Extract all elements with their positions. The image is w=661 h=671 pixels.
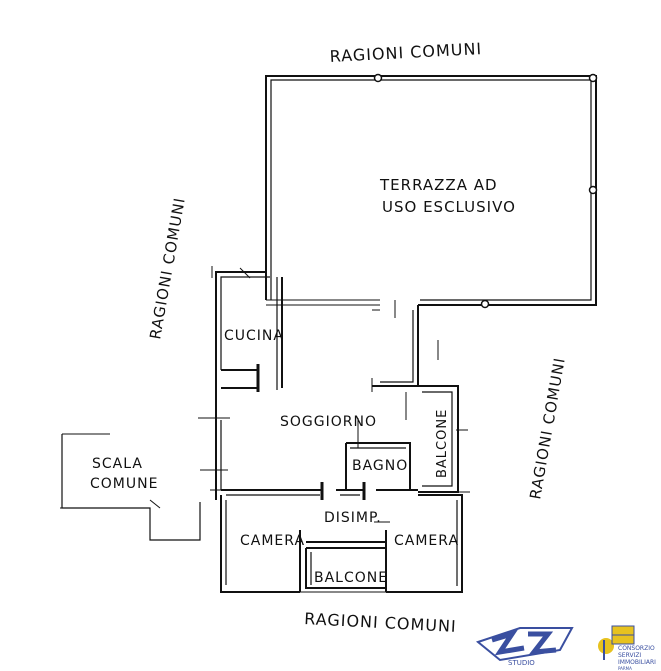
- label-balcone-bottom: BALCONE: [314, 570, 388, 586]
- label-balcone-right: BALCONE: [435, 409, 450, 478]
- bedroom-walls: [220, 494, 463, 593]
- consorzio-logo: CONSORZIO SERVIZI IMMOBILIARI PARMA: [598, 625, 656, 671]
- label-camera-left: CAMERA: [240, 533, 305, 549]
- label-soggiorno: SOGGIORNO: [280, 414, 377, 430]
- consorzio-line3: IMMOBILIARI: [618, 659, 656, 666]
- label-cucina: CUCINA: [224, 328, 284, 344]
- label-disimp: DISIMP.: [324, 510, 382, 526]
- bathroom-walls: [345, 418, 411, 490]
- right-balcony-walls: [405, 385, 470, 493]
- label-ragioni-comuni-top: RAGIONI COMUNI: [329, 39, 482, 66]
- stair-outline: [60, 433, 201, 541]
- label-bagno: BAGNO: [352, 458, 408, 474]
- label-scala-line1: SCALA: [92, 456, 143, 472]
- label-ragioni-comuni-left: RAGIONI COMUNI: [146, 196, 189, 341]
- label-ragioni-comuni-bottom: RAGIONI COMUNI: [304, 609, 457, 636]
- terrace-outline: [265, 73, 598, 309]
- label-ragioni-comuni-right: RAGIONI COMUNI: [526, 356, 569, 501]
- corridor-walls: [221, 482, 418, 500]
- bottom-balcony-walls: [300, 548, 392, 593]
- consorzio-city: PARMA: [618, 666, 632, 671]
- consorzio-line2: SERVIZI: [618, 652, 641, 659]
- label-terrazza-line2: USO ESCLUSIVO: [382, 198, 516, 216]
- studio-logo-text: STUDIO: [508, 659, 535, 667]
- consorzio-line1: CONSORZIO: [618, 645, 655, 652]
- kitchen-walls: [211, 266, 283, 432]
- studio-logo: STUDIO: [475, 627, 574, 667]
- label-terrazza-line1: TERRAZZA AD: [379, 176, 498, 194]
- label-camera-right: CAMERA: [394, 533, 459, 549]
- label-scala-line2: COMUNE: [90, 476, 158, 492]
